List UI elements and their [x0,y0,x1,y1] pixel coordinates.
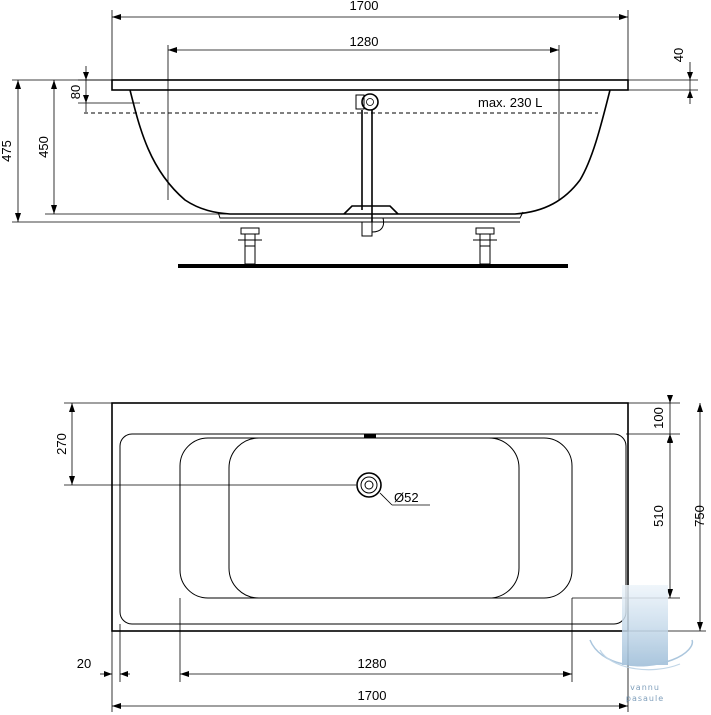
dim-label-inner-length-top: 1280 [358,656,387,671]
dim-label-total-length-top: 1700 [358,688,387,703]
capacity-label: max. 230 L [478,95,542,110]
dim-label-total-width: 750 [692,505,707,527]
dim-label-inner-width: 510 [651,505,666,527]
dim-overflow-height [78,66,140,112]
dim-depth [45,79,230,215]
inner-bottom-outline [179,437,573,599]
waste-overflow-assembly [343,93,399,237]
overflow-fitting [361,93,379,111]
dim-total-length [111,10,629,80]
base-frame [217,211,524,219]
dim-label-top-margin: 100 [651,407,666,429]
dim-label-total-height: 475 [0,140,14,162]
dim-label-rim-height: 40 [671,48,686,62]
adjustable-foot-left [238,227,262,265]
dim-label-drain-diameter: Ø52 [394,490,419,505]
adjustable-foot-right [473,227,497,265]
bathtub-outline [111,402,629,632]
overflow-marker [364,434,376,438]
dim-label-inner-length: 1280 [350,34,379,49]
dim-drain-offset [64,402,112,485]
top-view: Ø52 270 100 510 750 [54,395,707,712]
dim-label-side-margin: 20 [77,656,91,671]
floor-line [178,264,568,268]
dim-side-margin [100,624,130,712]
dim-inner-length-top [179,598,573,682]
dim-inner-length [167,45,560,92]
dim-label-drain-offset: 270 [54,433,69,455]
vannu-pasaule-logo: vannu pasaule [589,585,694,703]
dim-label-total-length: 1700 [350,0,379,13]
dim-label-depth: 450 [36,136,51,158]
dim-rim-height [628,62,698,104]
watermark-line2: pasaule [626,694,664,703]
drain-icon [356,472,382,498]
drain-leader-line [379,492,393,506]
watermark-line1: vannu [630,683,660,692]
dim-label-overflow-height: 80 [68,85,83,99]
bathtub-rim [111,79,629,91]
dim-total-height [12,79,220,223]
side-view: 1700 1280 40 80 [0,0,698,268]
inner-bottom-panel [228,437,520,599]
